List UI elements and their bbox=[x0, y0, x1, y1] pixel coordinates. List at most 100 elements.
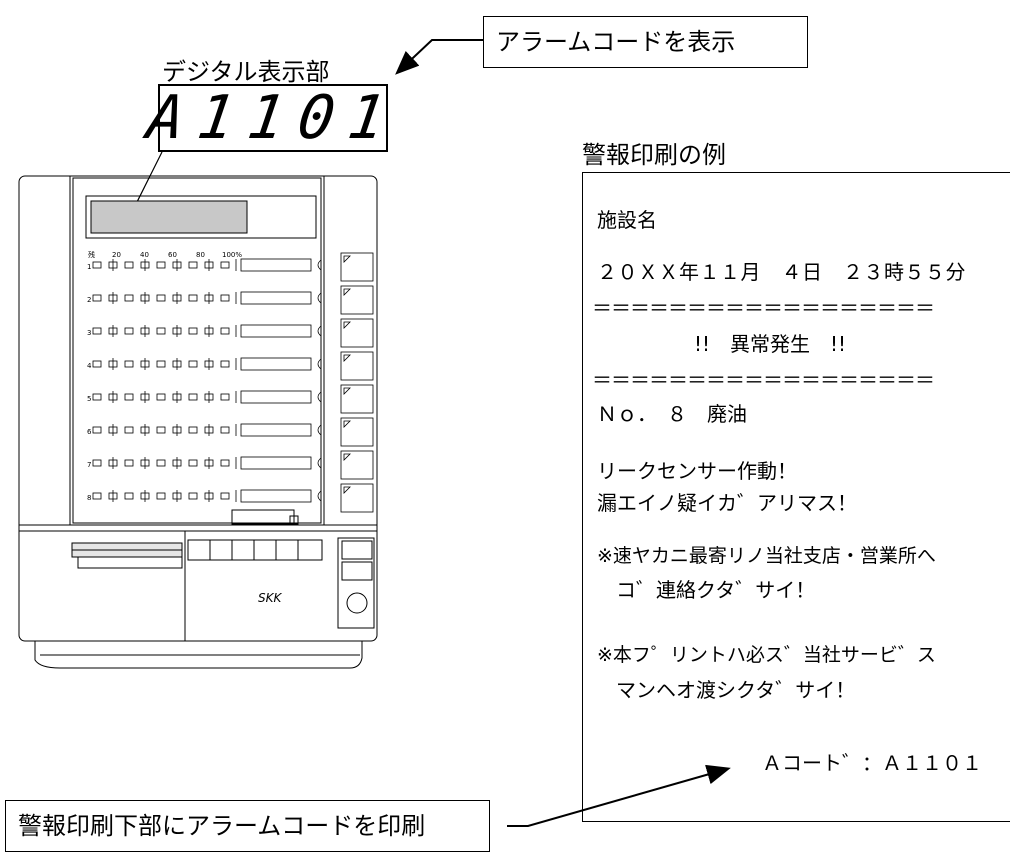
bottom-callout-arrow bbox=[507, 764, 731, 827]
level-indicator bbox=[124, 294, 134, 302]
level-indicator bbox=[124, 360, 134, 368]
level-indicator bbox=[92, 426, 102, 434]
channel-row: 6 bbox=[87, 417, 374, 447]
channel-row: 1 bbox=[87, 252, 374, 282]
channel-button[interactable] bbox=[340, 318, 374, 348]
level-indicator bbox=[188, 492, 198, 500]
scale-label: 80 bbox=[196, 251, 205, 259]
level-indicator bbox=[92, 393, 102, 401]
level-indicator bbox=[92, 261, 102, 269]
scale-label: 40 bbox=[140, 251, 149, 259]
control-button-top bbox=[341, 540, 373, 560]
channel-name-plate bbox=[240, 258, 312, 272]
level-indicator bbox=[220, 393, 230, 401]
channel-number: 3 bbox=[87, 329, 91, 337]
alarm-receipt bbox=[582, 172, 1010, 822]
channel-number: 1 bbox=[87, 263, 91, 271]
level-indicator bbox=[220, 294, 230, 302]
receipt-separator: ＝＝＝＝＝＝＝＝＝＝＝＝＝＝＝＝＝＝ bbox=[592, 368, 935, 392]
channel-row: 8 bbox=[87, 483, 374, 513]
scale-label: 残 bbox=[88, 250, 95, 259]
level-indicator bbox=[156, 426, 166, 434]
receipt-datetime: ２０ＸＸ年１１月 ４日 ２３時５５分 bbox=[597, 260, 966, 284]
level-indicator bbox=[124, 459, 134, 467]
top-callout-arrow bbox=[395, 39, 483, 75]
level-indicator bbox=[92, 294, 102, 302]
panel-outer-shell bbox=[18, 175, 378, 642]
channel-button[interactable] bbox=[340, 450, 374, 480]
receipt-alert-title: !! 異常発生 !! bbox=[694, 332, 847, 356]
channel-name-plate bbox=[240, 456, 312, 470]
panel-inner-frame bbox=[72, 177, 322, 524]
level-indicator bbox=[124, 261, 134, 269]
level-indicator bbox=[188, 426, 198, 434]
level-indicator bbox=[156, 261, 166, 269]
panel-display-window bbox=[90, 200, 248, 234]
receipt-message: 漏エイノ疑イカ゛アリマス！ bbox=[597, 491, 857, 515]
channel-number: 2 bbox=[87, 296, 91, 304]
top-callout: アラームコードを表示 bbox=[483, 16, 808, 68]
level-indicator bbox=[188, 294, 198, 302]
channel-name-plate bbox=[240, 324, 312, 338]
level-indicator bbox=[156, 327, 166, 335]
scale-labels: 残 20 40 60 80 100% bbox=[88, 250, 242, 259]
level-indicator bbox=[92, 327, 102, 335]
panel-brand: SKK bbox=[258, 591, 282, 605]
level-indicator bbox=[124, 393, 134, 401]
level-indicator bbox=[220, 459, 230, 467]
level-indicator bbox=[92, 360, 102, 368]
channel-row: 5 bbox=[87, 384, 374, 414]
channel-button[interactable] bbox=[340, 384, 374, 414]
level-indicator bbox=[188, 360, 198, 368]
brand-logo: SKK bbox=[258, 591, 282, 605]
scale-label: 60 bbox=[168, 251, 177, 259]
scale-label: 100% bbox=[222, 251, 242, 259]
receipt-separator: ＝＝＝＝＝＝＝＝＝＝＝＝＝＝＝＝＝＝ bbox=[592, 296, 935, 320]
channel-name-plate bbox=[240, 291, 312, 305]
channel-button[interactable] bbox=[340, 483, 374, 513]
panel-base bbox=[34, 641, 363, 669]
device-panel bbox=[18, 175, 378, 669]
receipt-notice: ※本フ゜リントハ必ス゛当社サービ゛ス bbox=[597, 644, 936, 666]
top-callout-text: アラームコードを表示 bbox=[496, 28, 736, 56]
receipt-notice: コ゛連絡クタ゛サイ！ bbox=[616, 578, 816, 602]
level-indicator bbox=[156, 294, 166, 302]
channel-number: 6 bbox=[87, 428, 92, 436]
bottom-callout: 警報印刷下部にアラームコードを印刷 bbox=[5, 800, 490, 852]
receipt-facility-name: 施設名 bbox=[597, 208, 657, 232]
level-indicator bbox=[156, 360, 166, 368]
channel-name-plate bbox=[240, 390, 312, 404]
level-indicator bbox=[220, 261, 230, 269]
level-indicator bbox=[124, 426, 134, 434]
channel-name-plate bbox=[240, 423, 312, 437]
channel-row: 3 bbox=[87, 318, 374, 348]
receipt-notice: ※速ヤカニ最寄リノ当社支店・営業所へ bbox=[597, 545, 936, 567]
receipt-message: リークセンサー作動！ bbox=[597, 459, 797, 483]
channel-button[interactable] bbox=[340, 351, 374, 381]
level-indicator bbox=[92, 492, 102, 500]
bottom-callout-text: 警報印刷下部にアラームコードを印刷 bbox=[18, 812, 426, 840]
channel-button[interactable] bbox=[340, 285, 374, 315]
receipt-alarm-code: Ａコート゛：Ａ１１０１ bbox=[762, 751, 982, 775]
level-indicator bbox=[188, 261, 198, 269]
receipt-notice: マンヘオ渡シクタ゛サイ！ bbox=[616, 678, 856, 702]
level-indicator bbox=[220, 360, 230, 368]
level-indicator bbox=[188, 393, 198, 401]
channel-name-plate bbox=[240, 357, 312, 371]
channel-number: 5 bbox=[87, 395, 91, 403]
channel-button[interactable] bbox=[340, 417, 374, 447]
level-indicator bbox=[156, 459, 166, 467]
receipt-heading: 警報印刷の例 bbox=[582, 141, 726, 169]
channel-row: 2 bbox=[87, 285, 374, 315]
control-knob bbox=[346, 592, 368, 614]
control-button-mid bbox=[341, 561, 373, 581]
channel-row: 7 bbox=[87, 450, 374, 480]
function-buttons bbox=[187, 539, 323, 561]
digital-display: A1101 bbox=[143, 83, 403, 153]
channel-button[interactable] bbox=[340, 252, 374, 282]
channel-number: 8 bbox=[87, 494, 91, 502]
level-indicator bbox=[220, 327, 230, 335]
level-indicator bbox=[92, 459, 102, 467]
